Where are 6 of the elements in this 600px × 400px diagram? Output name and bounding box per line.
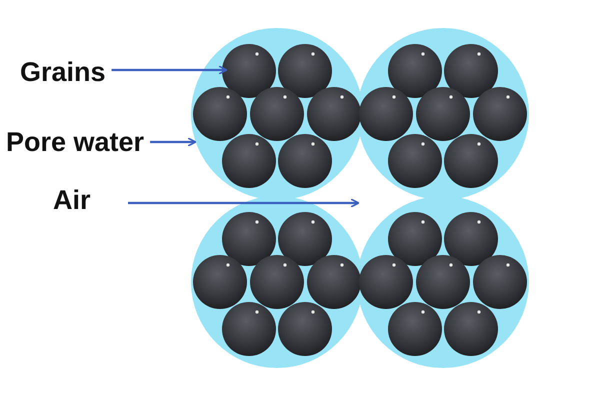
part-label: Grains xyxy=(20,57,106,87)
leader-arrow xyxy=(128,198,360,208)
part-label: Air xyxy=(53,185,91,215)
leader-arrow xyxy=(150,137,197,147)
part-label: Pore water xyxy=(6,127,144,157)
leader-arrow xyxy=(112,65,228,75)
